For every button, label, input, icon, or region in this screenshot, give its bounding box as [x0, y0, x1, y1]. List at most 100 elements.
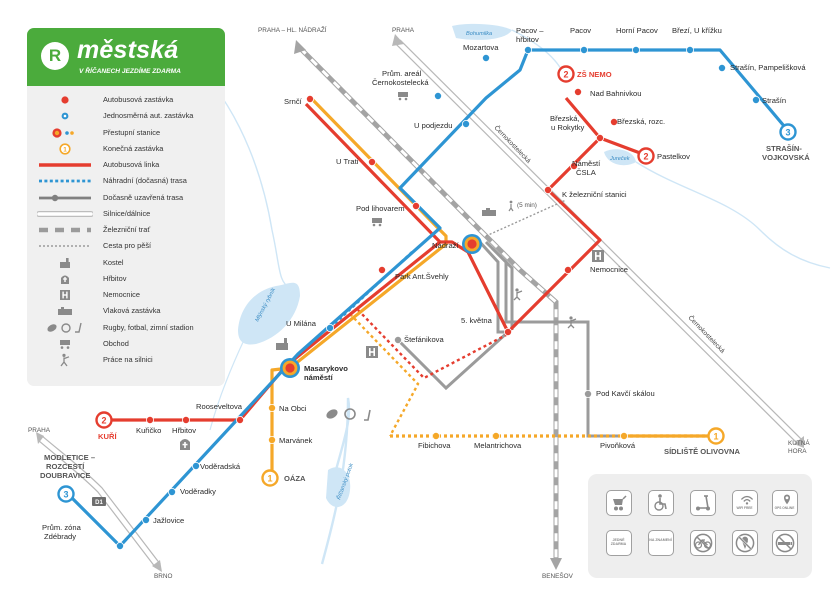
shop-icon — [372, 218, 382, 227]
location-icon[interactable]: GPS ONLINE — [772, 490, 798, 516]
one-way-stop-icon — [37, 108, 93, 124]
stop-nemocnice[interactable] — [564, 265, 573, 274]
stop-brezi[interactable] — [686, 46, 695, 55]
cemetery-icon — [180, 439, 190, 450]
on-request-icon[interactable]: NA ZNAMENÍ — [648, 530, 674, 556]
station-label-namesti-csla-2: ČSLA — [576, 168, 597, 177]
stop-prum-zona[interactable] — [116, 542, 125, 551]
terminal-pastelkov[interactable]: 2 — [637, 147, 655, 165]
railway-bottom-arrow — [550, 558, 562, 570]
stop-srnci[interactable] — [305, 95, 314, 104]
terminal-kuri-label: KUŘÍ — [98, 432, 117, 441]
terminal-sidliste-label: SÍDLIŠTĚ OLIVOVNA — [664, 447, 740, 456]
legend-item: Dočasně uzavřená trasa — [27, 190, 225, 206]
legend-item-label: Náhradní (dočasná) trasa — [103, 176, 187, 186]
stop-u-trati[interactable] — [367, 157, 376, 166]
terminal-strasin-label-1: STRAŠÍN- — [766, 144, 802, 153]
station-label-melantrichova: Melantrichova — [474, 441, 522, 450]
stop-namesti-csla[interactable] — [570, 161, 579, 170]
substitute-route-icon — [37, 173, 93, 189]
stop-pod-kavci-skalou[interactable] — [584, 389, 593, 398]
stop-melantrichova[interactable] — [491, 431, 500, 440]
station-label-prum-zona-1: Prům. zóna — [42, 523, 82, 532]
stop-kuricko[interactable] — [145, 415, 154, 424]
stop-fibichova[interactable] — [431, 431, 440, 440]
station-label-brezska-u-rokytky-2: u Rokytky — [551, 123, 585, 132]
bus-stop-icon — [37, 92, 93, 108]
scooter-icon[interactable] — [690, 490, 716, 516]
train-station-icon — [37, 303, 93, 319]
station-label-srnci: Srnčí — [284, 97, 303, 106]
stop-5-kvetna[interactable] — [503, 327, 512, 336]
terminal-strasin-vojkovska[interactable]: 3 — [779, 123, 797, 141]
station-label-rooseveltova: Rooseveltova — [196, 402, 243, 411]
station-label-voderadky: Voděradky — [180, 487, 216, 496]
station-label-prum-zona-2: Zdébrady — [44, 532, 76, 541]
svg-text:1: 1 — [713, 432, 718, 442]
terminal-oaza[interactable]: 1 — [261, 469, 279, 487]
stop-voderadska[interactable] — [191, 461, 200, 470]
station-label-strasin: Strašín — [762, 96, 786, 105]
terminal-sidliste-olivovna[interactable]: 1 — [707, 427, 725, 445]
pond-bohumilka-label: Bohumilka — [466, 31, 492, 37]
stop-mozartova[interactable] — [481, 54, 490, 63]
terminal-kuri[interactable]: 2 — [95, 411, 113, 429]
stop-brezska-rozc[interactable] — [610, 118, 619, 127]
stop-nad-bahnivkou[interactable] — [574, 88, 583, 97]
terminal-zs-nemo[interactable]: 2 — [557, 65, 575, 83]
stop-strasin-pampeliskova[interactable] — [718, 64, 727, 73]
stop-k-zeleznicni[interactable] — [544, 185, 553, 194]
svg-text:1: 1 — [267, 474, 272, 484]
stop-pod-lihovarem[interactable] — [411, 201, 420, 210]
legend-item-label: Rugby, fotbal, zimní stadion — [103, 322, 194, 332]
stop-stefanikova[interactable] — [393, 335, 402, 344]
legend-item-label: Obchod — [103, 338, 129, 348]
stop-prum-areal[interactable] — [433, 92, 442, 101]
legend-item: Cesta pro pěší — [27, 238, 225, 254]
stop-voderadky[interactable] — [167, 487, 176, 496]
legend-item: Vlaková zastávka — [27, 303, 225, 319]
legend-item: Nemocnice — [27, 287, 225, 303]
terminal-modletice-label-3: DOUBRAVICE — [40, 471, 91, 480]
wifi-icon[interactable]: WIFI FREE — [732, 490, 758, 516]
transfer-station-masarykovo[interactable] — [280, 358, 300, 378]
transfer-station-nadrazi[interactable] — [462, 234, 482, 254]
station-label-nemocnice: Nemocnice — [590, 265, 628, 274]
stop-brezska-u-rokytky[interactable] — [596, 133, 605, 142]
stop-u-podjezdu[interactable] — [461, 120, 470, 129]
legend-item-label: Nemocnice — [103, 290, 140, 299]
substitute-red — [357, 309, 509, 380]
road-d1-arrow-top — [36, 432, 44, 444]
stop-hrbitov[interactable] — [181, 415, 190, 424]
pond-bohumilka — [452, 23, 512, 40]
terminal-modletice[interactable]: 3 — [57, 485, 75, 503]
stop-strasin[interactable] — [752, 96, 761, 105]
station-label-5-kvetna: 5. května — [461, 316, 493, 325]
legend-panel: R městská V ŘÍČANECH JEZDÍME ZDARMA Auto… — [27, 28, 225, 386]
stop-jazlovice[interactable] — [141, 516, 150, 525]
church-icon — [276, 338, 288, 350]
legend-item-label: Autobusová zastávka — [103, 95, 174, 104]
step-board-icon[interactable]: JEDNÉ ZDARMA — [606, 530, 632, 556]
stop-park-ant-svehly[interactable] — [377, 265, 386, 274]
stop-horni-pacov[interactable] — [632, 46, 641, 55]
road-d1-arrow — [152, 560, 162, 572]
closed-route-icon — [37, 190, 93, 206]
stroller-icon[interactable] — [606, 490, 632, 516]
stop-na-obci[interactable] — [267, 403, 276, 412]
legend-item: Železniční trať — [27, 222, 225, 238]
stop-marvanek[interactable] — [267, 435, 276, 444]
stop-pivonkova[interactable] — [620, 431, 629, 440]
stop-pacov-hrbitov[interactable] — [524, 46, 533, 55]
no-smoking-icon[interactable] — [772, 530, 798, 556]
amenity-label: NA ZNAMENÍ — [649, 538, 672, 542]
direction-benesov: BENEŠOV — [542, 571, 574, 580]
no-ice-cream-icon[interactable] — [732, 530, 758, 556]
roadworks-icon — [513, 288, 523, 301]
no-bicycles-icon[interactable] — [690, 530, 716, 556]
stop-pacov[interactable] — [580, 46, 589, 55]
wheelchair-icon[interactable] — [648, 490, 674, 516]
train-station-icon — [482, 208, 496, 216]
stop-u-milana[interactable] — [325, 323, 334, 332]
stop-rooseveltova[interactable] — [235, 415, 244, 424]
